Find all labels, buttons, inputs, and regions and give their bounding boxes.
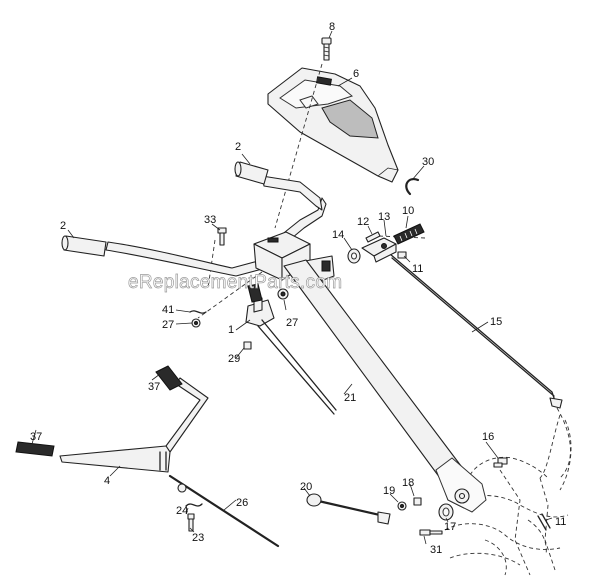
throttle-rod	[389, 253, 563, 409]
callout-18: 18	[402, 477, 414, 489]
callout-labels: 8 6 2 30 33 12 13 10 2 14 11 15 41 27 27…	[30, 21, 566, 556]
callout-19: 19	[383, 485, 395, 497]
callout-27-right: 27	[286, 317, 298, 329]
nut-18	[413, 497, 422, 506]
retaining-clip-30	[405, 178, 420, 196]
callout-12: 12	[357, 216, 369, 228]
hand-grip-left	[61, 235, 107, 257]
callout-29: 29	[228, 353, 240, 365]
washer-14	[347, 248, 361, 264]
pin-11-lower	[537, 513, 551, 531]
hand-grip-upper	[234, 161, 269, 185]
callout-11-lower: 11	[555, 516, 566, 528]
drive-bail-4	[59, 377, 209, 473]
bail-grip-upper-37	[155, 365, 183, 391]
callout-27-left: 27	[162, 319, 174, 331]
callout-15: 15	[490, 316, 502, 328]
callout-8: 8	[329, 21, 335, 33]
leader-lines	[31, 30, 553, 545]
callout-1: 1	[228, 324, 234, 336]
throttle-lever	[361, 237, 397, 263]
callout-21: 21	[344, 392, 356, 404]
callout-2-upper: 2	[235, 141, 241, 153]
spring-24	[185, 503, 203, 507]
callout-41: 41	[162, 304, 174, 316]
washer-19	[397, 501, 407, 511]
watermark: eReplacementParts.com	[128, 272, 342, 293]
bushing-17	[438, 503, 454, 521]
screw-8	[321, 37, 332, 61]
callout-11-upper: 11	[412, 263, 423, 275]
lever-20	[306, 493, 391, 525]
bolt-33	[217, 227, 227, 246]
bolt-23	[187, 513, 195, 532]
screw-12	[365, 231, 381, 243]
callout-33: 33	[204, 214, 216, 226]
washer-27-left	[191, 318, 201, 328]
main-handle-tube	[283, 259, 487, 513]
nut-11-upper	[397, 251, 407, 259]
spring-41	[189, 310, 207, 314]
callout-23: 23	[192, 532, 204, 544]
callout-31: 31	[430, 544, 442, 556]
bolt-31	[419, 529, 443, 536]
callout-17: 17	[444, 521, 456, 533]
callout-30: 30	[422, 156, 434, 168]
bail-grip-lower-37	[15, 441, 55, 457]
callout-37-lower: 37	[30, 431, 42, 443]
nut-29	[243, 341, 252, 350]
lever-grip-10	[393, 223, 425, 245]
callout-16: 16	[482, 431, 494, 443]
callout-37-upper: 37	[148, 381, 160, 393]
drive-cable-26	[168, 474, 280, 548]
callout-20: 20	[300, 481, 312, 493]
control-bracket-1	[245, 283, 337, 415]
callout-13: 13	[378, 211, 390, 223]
callout-2-left: 2	[60, 220, 66, 232]
bolt-16	[493, 457, 508, 468]
callout-24: 24	[176, 505, 188, 517]
console-cover	[267, 67, 399, 183]
callout-14: 14	[332, 229, 344, 241]
callout-6: 6	[353, 68, 359, 80]
washer-27-right	[277, 288, 289, 300]
callout-26: 26	[236, 497, 248, 509]
callout-4: 4	[104, 475, 110, 487]
callout-10: 10	[402, 205, 414, 217]
